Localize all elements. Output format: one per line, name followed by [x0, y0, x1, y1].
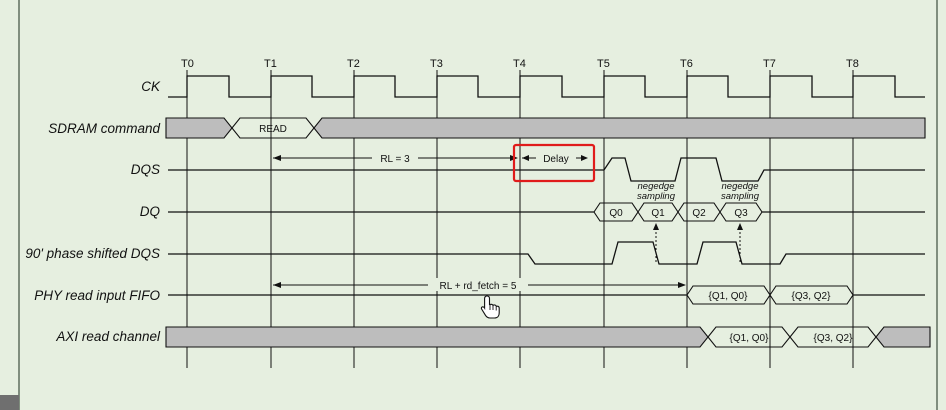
time-label-t3: T3	[430, 58, 443, 70]
axi-idle-right	[875, 326, 931, 348]
dq-label-q2: Q2	[692, 208, 706, 219]
phy-fifo-bus: {Q1, Q0} {Q3, Q2}	[168, 285, 925, 305]
fifo-word-label-2: {Q3, Q2}	[792, 291, 832, 302]
label-ck: CK	[141, 79, 161, 94]
axi-word-label-2: {Q3, Q2}	[814, 333, 854, 344]
command-idle-left	[165, 117, 233, 139]
label-dq: DQ	[140, 204, 161, 219]
rl-label: RL = 3	[380, 154, 410, 165]
label-phy-fifo: PHY read input FIFO	[34, 288, 160, 303]
label-dqs-shifted: 90' phase shifted DQS	[25, 246, 160, 261]
sampling-arrow-head-1	[653, 223, 659, 230]
dq-label-q1: Q1	[651, 208, 665, 219]
diagram-frame	[18, 0, 938, 410]
negedge-label-2: negedge	[722, 181, 759, 192]
ck-waveform	[168, 75, 925, 98]
fifo-word-label-1: {Q1, Q0}	[709, 291, 749, 302]
sdram-command-bus: READ	[165, 117, 926, 139]
axi-read-bus: {Q1, Q0} {Q3, Q2}	[165, 326, 931, 348]
time-grid	[186, 70, 854, 368]
axi-word-label-1: {Q1, Q0}	[730, 333, 770, 344]
time-labels: T0 T1 T2 T3 T4 T5 T6 T7 T8	[181, 58, 859, 70]
command-read-label: READ	[259, 124, 287, 135]
delay-highlight-box	[512, 143, 596, 183]
dqs-shifted-waveform	[168, 241, 925, 265]
delay-label-bg	[536, 151, 576, 164]
time-label-t0: T0	[181, 58, 194, 70]
rl-fetch-label: RL + rd_fetch = 5	[440, 281, 517, 292]
dq-label-q3: Q3	[734, 208, 748, 219]
delay-annotation: Delay	[512, 143, 596, 183]
dq-bus: Q0 Q1 Q2 Q3	[168, 202, 925, 222]
negedge-label-1: negedge	[638, 181, 675, 192]
sampling-label-1: sampling	[637, 191, 676, 202]
rl-fetch-arrow-head-left	[273, 282, 281, 288]
dqs-waveform	[168, 157, 925, 182]
label-dqs: DQS	[131, 162, 160, 177]
time-label-t6: T6	[680, 58, 693, 70]
signal-labels: CK SDRAM command DQS DQ 90' phase shifte…	[25, 79, 161, 344]
delay-arrow-head-right	[581, 155, 588, 161]
hand-cursor-icon	[480, 295, 500, 319]
time-label-t1: T1	[264, 58, 277, 70]
time-label-t7: T7	[763, 58, 776, 70]
time-label-t2: T2	[347, 58, 360, 70]
command-idle-right	[313, 117, 926, 139]
time-label-t4: T4	[513, 58, 526, 70]
rl-fetch-label-bg	[428, 278, 528, 291]
time-label-t8: T8	[846, 58, 859, 70]
rl-arrow: RL = 3	[273, 151, 518, 165]
rl-arrow-head-left	[273, 155, 281, 161]
sampling-arrow-head-2	[737, 223, 743, 230]
axi-idle-left	[165, 326, 709, 348]
sampling-label-2: sampling	[721, 191, 760, 202]
rl-fetch-arrow: RL + rd_fetch = 5	[273, 278, 686, 292]
time-label-t5: T5	[597, 58, 610, 70]
rl-fetch-arrow-head-right	[678, 282, 686, 288]
delay-arrow-head-left	[522, 155, 529, 161]
rl-label-bg	[372, 151, 418, 164]
negedge-annotations: negedge sampling negedge sampling	[637, 181, 760, 202]
label-axi-read: AXI read channel	[55, 329, 161, 344]
dq-label-q0: Q0	[609, 208, 623, 219]
delay-label: Delay	[543, 154, 569, 165]
corner-mark	[0, 395, 19, 410]
label-sdram-command: SDRAM command	[48, 121, 160, 136]
